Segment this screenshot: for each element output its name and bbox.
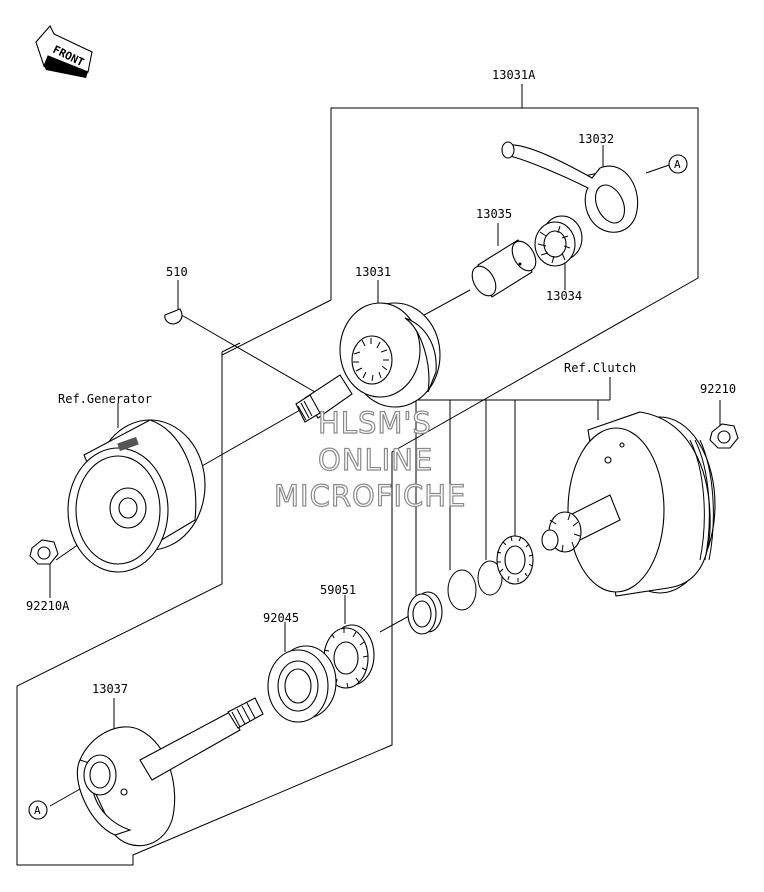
woodruff-key-510 [164, 308, 183, 325]
reference-marker-a-bottom-label: A [34, 804, 41, 817]
callout-510: 510 [166, 265, 188, 279]
spacer-collar [407, 591, 443, 635]
watermark-line-2: ONLINE [318, 443, 433, 477]
oil-pump-gear [496, 535, 534, 585]
crank-pin-13035 [471, 239, 537, 298]
needle-bearing-13034 [534, 215, 583, 267]
nut-92210A [29, 539, 59, 565]
front-arrow-icon: FRONT [35, 25, 93, 78]
clutch-assembly [541, 411, 716, 597]
generator-flywheel [67, 419, 206, 573]
callout-ref-generator: Ref.Generator [58, 392, 152, 406]
thrust-washer [477, 560, 503, 596]
reference-marker-a-top: A [668, 154, 688, 174]
circlip-ring [447, 569, 477, 611]
callout-13031: 13031 [355, 265, 391, 279]
ball-bearing-92045 [267, 645, 337, 723]
callout-13032: 13032 [578, 132, 614, 146]
watermark-line-3: MICROFICHE [274, 479, 466, 513]
crankshaft-13037 [76, 697, 264, 847]
assembly-outline-inner [221, 342, 241, 460]
callout-13037: 13037 [92, 682, 128, 696]
callout-92210A: 92210A [26, 599, 70, 613]
callout-13034: 13034 [546, 289, 582, 303]
callout-13031A: 13031A [492, 68, 536, 82]
watermark: HLSM'S ONLINE MICROFICHE [273, 405, 466, 513]
callout-13035: 13035 [476, 207, 512, 221]
assembly-outline-13031A [16, 84, 699, 866]
connecting-rod-13032 [501, 141, 639, 233]
nut-92210 [709, 423, 739, 449]
callout-59051: 59051 [320, 583, 356, 597]
crankshaft-13031 [295, 302, 441, 423]
callout-92210: 92210 [700, 382, 736, 396]
reference-marker-a-bottom: A [28, 800, 48, 820]
callout-92045: 92045 [263, 611, 299, 625]
leader-lines [49, 145, 721, 807]
callout-ref-clutch: Ref.Clutch [564, 361, 636, 375]
watermark-line-1: HLSM'S [318, 406, 432, 440]
reference-marker-a-top-label: A [674, 158, 681, 171]
